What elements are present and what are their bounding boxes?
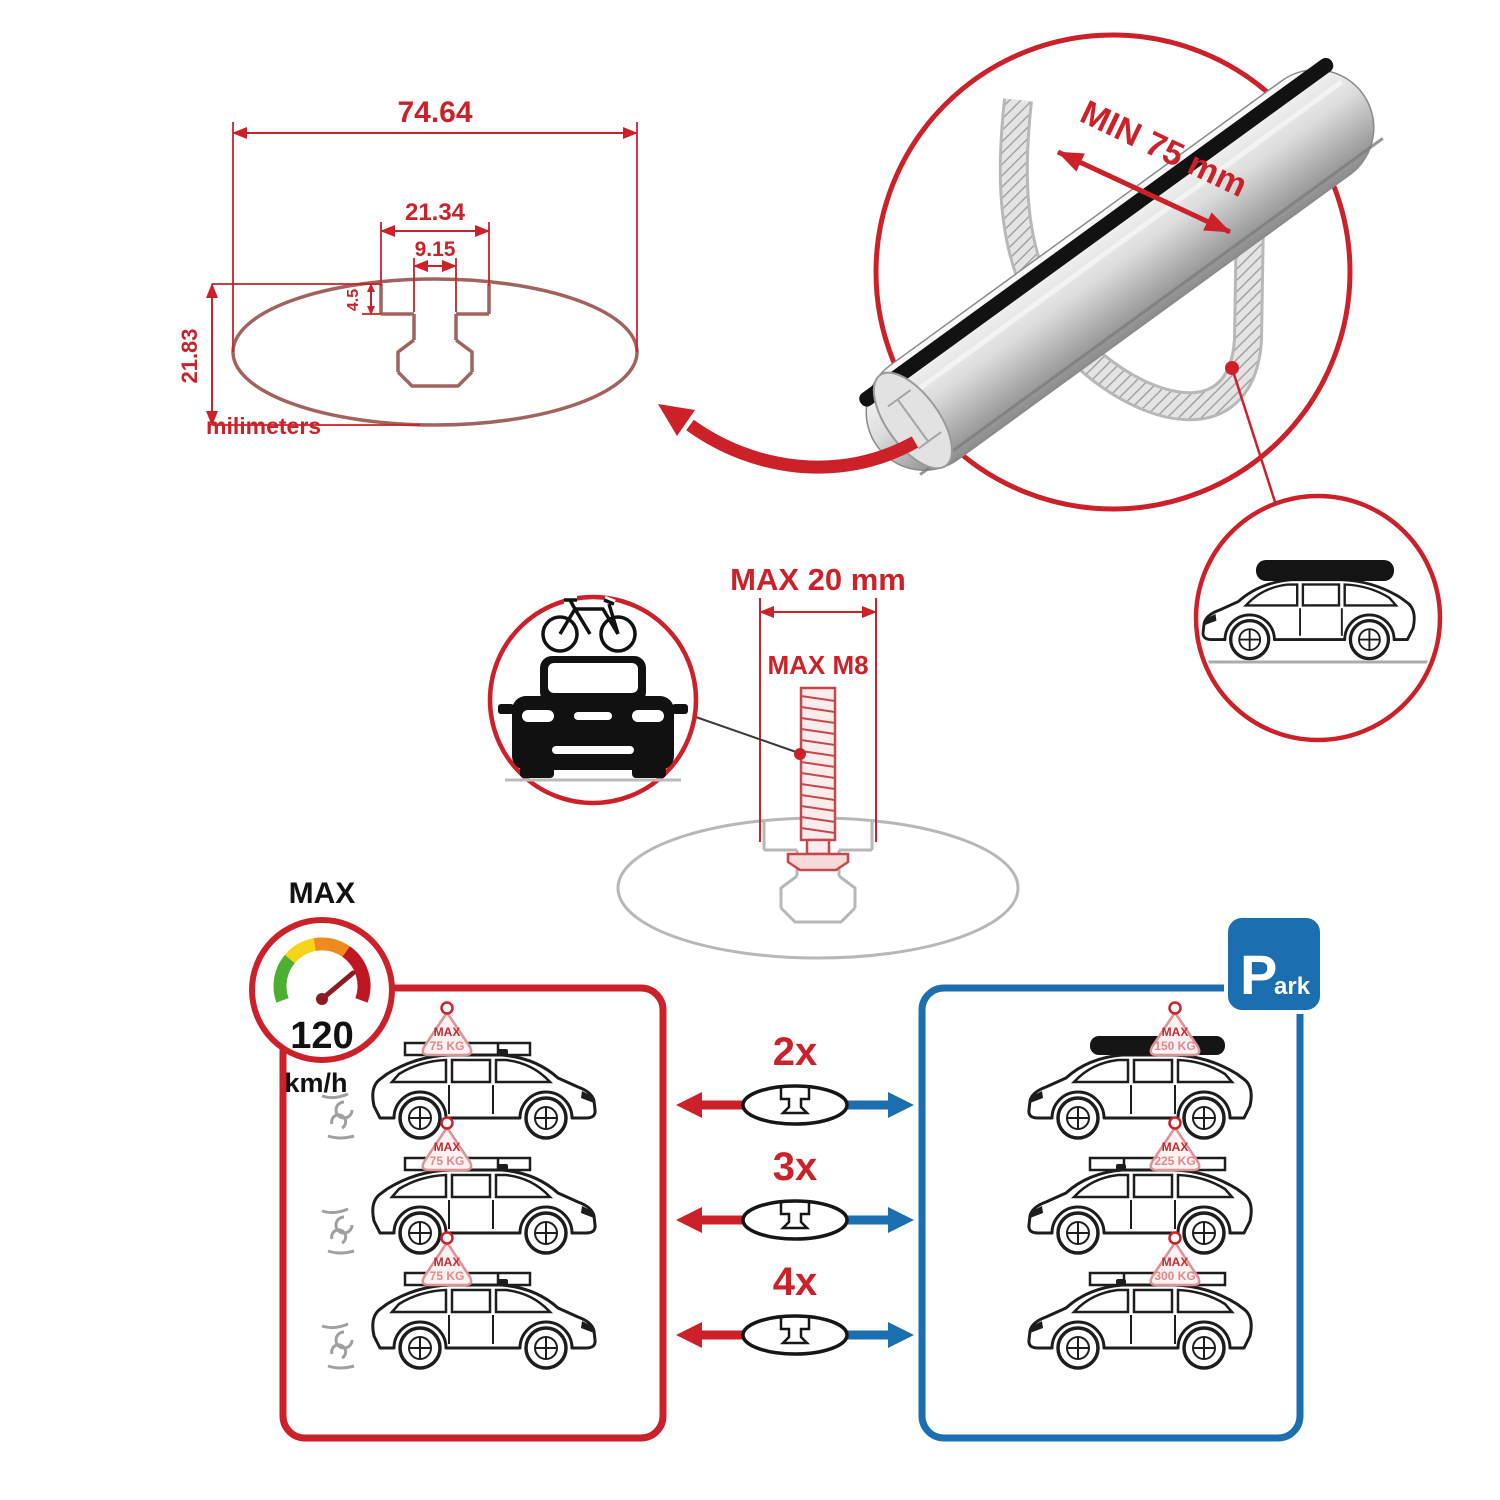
load-sign-value: 75 KG — [430, 1154, 465, 1168]
bolt-max-width-label: MAX 20 mm — [730, 562, 906, 597]
bolt-diagram: MAX 20 mm MAX M8 — [616, 562, 1020, 960]
suv-connector-line — [1230, 367, 1278, 506]
dimension-lines — [206, 122, 638, 426]
quantity-rows: 2x 3x 4x — [676, 1030, 914, 1356]
arrow-right-blue — [888, 1207, 914, 1233]
quantity-label: 2x — [773, 1030, 818, 1074]
crossbar-detail: MIN 75 mm — [859, 32, 1384, 512]
crossbar-end-icon — [741, 1314, 849, 1356]
load-sign-max: MAX — [434, 1140, 461, 1154]
bolt-dimension-lines — [759, 598, 877, 842]
dim-lip-depth: 4.5 — [345, 289, 362, 311]
speed-max-label: MAX — [289, 877, 356, 910]
parked-cars: MAX 150 KG MAX 225 KG MAX 300 KG — [1027, 1001, 1253, 1370]
gauge-needle — [319, 970, 356, 1002]
cross-section-diagram: 74.64 21.34 9.15 4.5 21.83 milimeters — [177, 96, 639, 439]
park-sign-suffix: ark — [1274, 973, 1311, 1000]
load-sign-max: MAX — [1162, 1255, 1189, 1269]
roof-rail-clamp — [998, 98, 1265, 422]
crossbar-end-icon — [741, 1084, 849, 1126]
bolt-max-thread-label: MAX M8 — [767, 650, 868, 680]
dim-slot-outer-width: 21.34 — [405, 199, 466, 226]
speed-units: km/h — [284, 1068, 347, 1098]
bolt-leader-line — [692, 715, 800, 754]
arrow-right-blue — [888, 1322, 914, 1348]
units-label: milimeters — [206, 413, 321, 439]
park-sign-letter: P — [1240, 943, 1277, 1006]
roof-box — [1256, 560, 1394, 581]
min-span-arrow — [1056, 149, 1232, 235]
bar-profile-slot — [379, 284, 491, 388]
load-sign-max: MAX — [434, 1255, 461, 1269]
load-sign-max: MAX — [1162, 1025, 1189, 1039]
detail-to-section-arrow — [658, 404, 919, 474]
speed-value: 120 — [290, 1015, 353, 1057]
quantity-label: 4x — [773, 1260, 818, 1304]
gauge-arcs — [273, 937, 371, 1003]
load-sign-value: 75 KG — [430, 1269, 465, 1283]
car-front-illustration — [498, 656, 688, 782]
arrow-left-red — [676, 1207, 702, 1233]
quantity-label: 3x — [773, 1145, 818, 1189]
suv-roofbox-circle — [1193, 493, 1443, 743]
load-sign-value: 225 KG — [1154, 1154, 1195, 1168]
driving-cars: MAX 75 KG MAX 75 KG MAX 75 KG — [320, 1001, 597, 1370]
dim-total-height: 21.83 — [177, 328, 202, 383]
dim-total-width: 74.64 — [397, 96, 472, 129]
load-sign-max: MAX — [1162, 1140, 1189, 1154]
load-sign-max: MAX — [434, 1025, 461, 1039]
load-sign-value: 150 KG — [1154, 1039, 1195, 1053]
bar-profile-ellipse — [231, 277, 639, 427]
arrow-left-red — [676, 1322, 702, 1348]
bicycle-icon — [538, 595, 640, 656]
load-sign-value: 75 KG — [430, 1039, 465, 1053]
bike-car-circle — [487, 594, 806, 806]
arrow-right-blue — [888, 1092, 914, 1118]
bolt-leader-dot — [794, 748, 806, 760]
crossbar-end-icon — [741, 1199, 849, 1241]
load-sign-value: 300 KG — [1154, 1269, 1195, 1283]
dim-slot-opening-width: 9.15 — [415, 238, 456, 261]
arrow-left-red — [676, 1092, 702, 1118]
park-sign: P ark — [1224, 914, 1324, 1014]
t-bolt-illustration — [786, 686, 850, 872]
speed-gauge: MAX 120 km/h — [249, 877, 395, 1098]
